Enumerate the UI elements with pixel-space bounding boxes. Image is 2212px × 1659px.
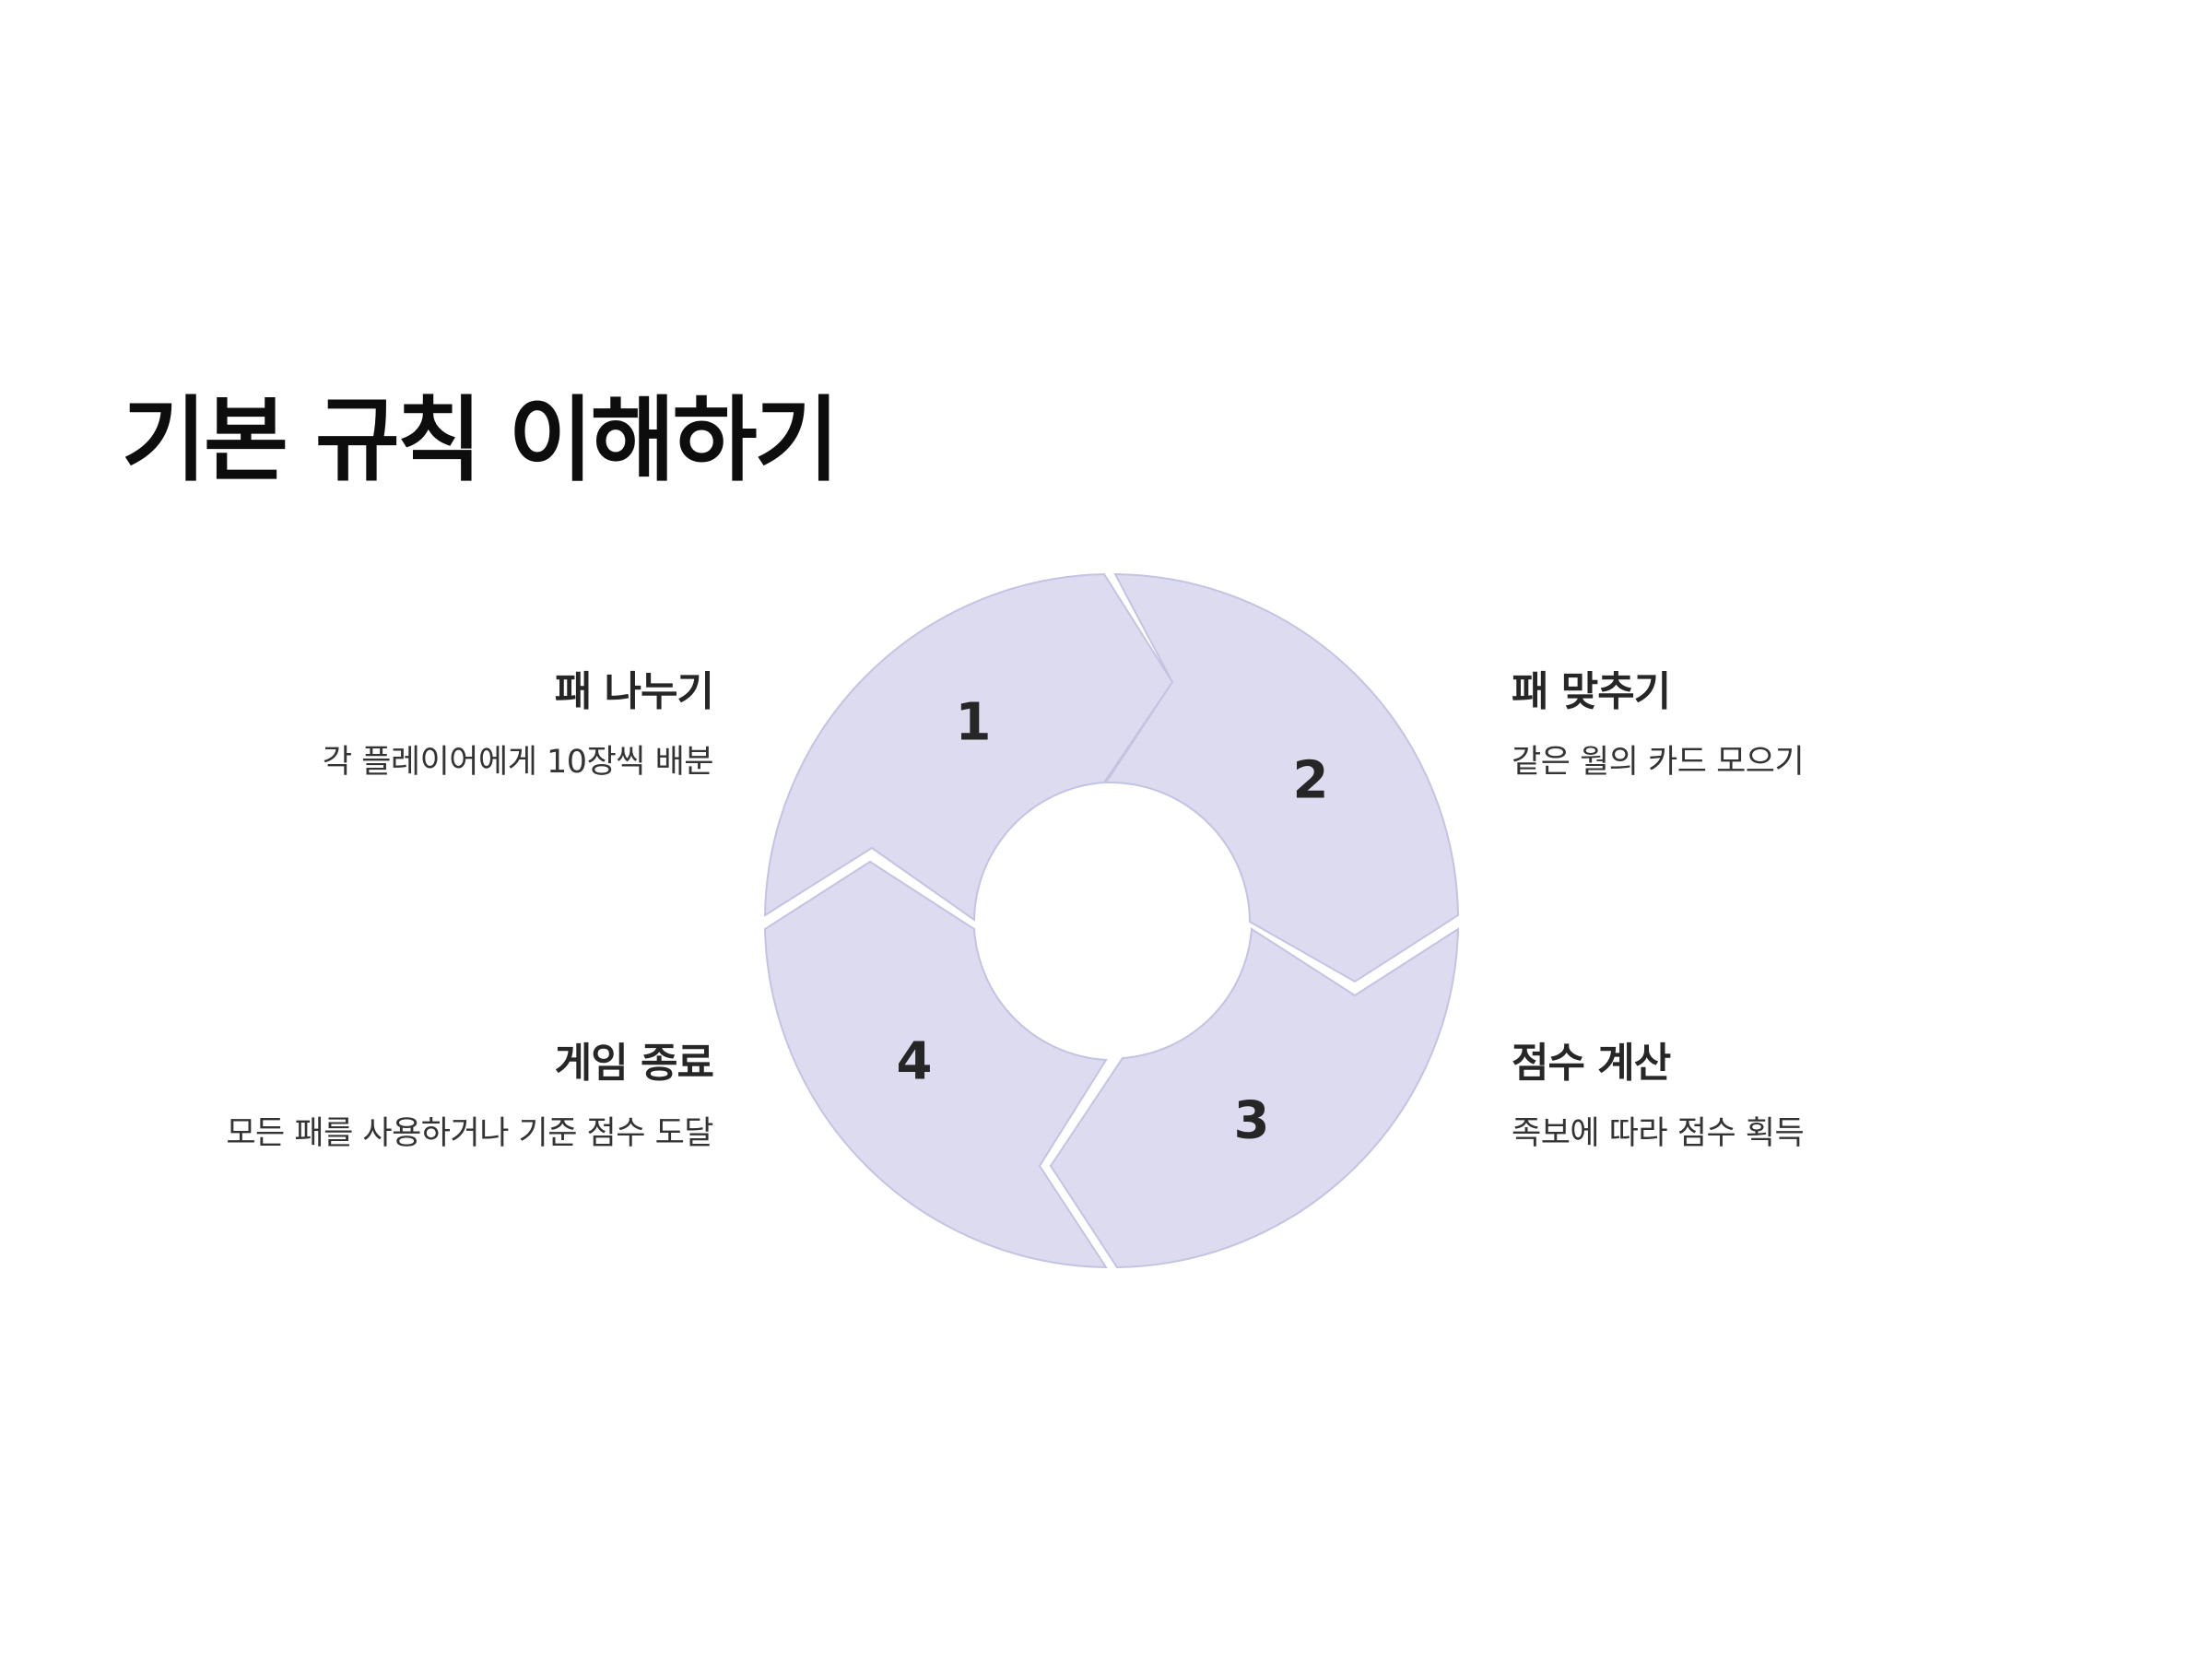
step-4: 게임 종료 모든 패를 사용하거나 기준 점수 도달 [68,1040,714,1153]
step-2-description: 같은 월의 카드 모으기 [1512,743,1805,781]
cycle-segment-2 [1104,572,1460,983]
step-2-title: 패 맞추기 [1512,668,1671,715]
step-1-description: 각 플레이어에게 10장씩 배분 [322,743,714,781]
step-4-description: 모든 패를 사용하거나 기준 점수 도달 [226,1114,713,1152]
step-2: 패 맞추기 같은 월의 카드 모으기 [1512,668,2157,782]
step-1: 패 나누기 각 플레이어에게 10장씩 배분 [68,668,714,782]
cycle-segment-3 [1049,927,1460,1269]
step-1-title: 패 나누기 [554,668,714,715]
step-4-title: 게임 종료 [554,1040,714,1087]
segment-number-2: 2 [1293,751,1329,811]
segment-number-1: 1 [956,693,992,753]
segment-number-4: 4 [897,1032,933,1092]
cycle-segment-1 [763,572,1174,922]
cycle-segment-4 [763,860,1108,1269]
step-3-title: 점수 계산 [1512,1040,1671,1087]
step-3-description: 족보에 따라 점수 획득 [1512,1114,1805,1152]
slide-title: 기본 규칙 이해하기 [122,386,840,494]
segment-number-3: 3 [1234,1091,1270,1151]
step-3: 점수 계산 족보에 따라 점수 획득 [1512,1040,2157,1153]
